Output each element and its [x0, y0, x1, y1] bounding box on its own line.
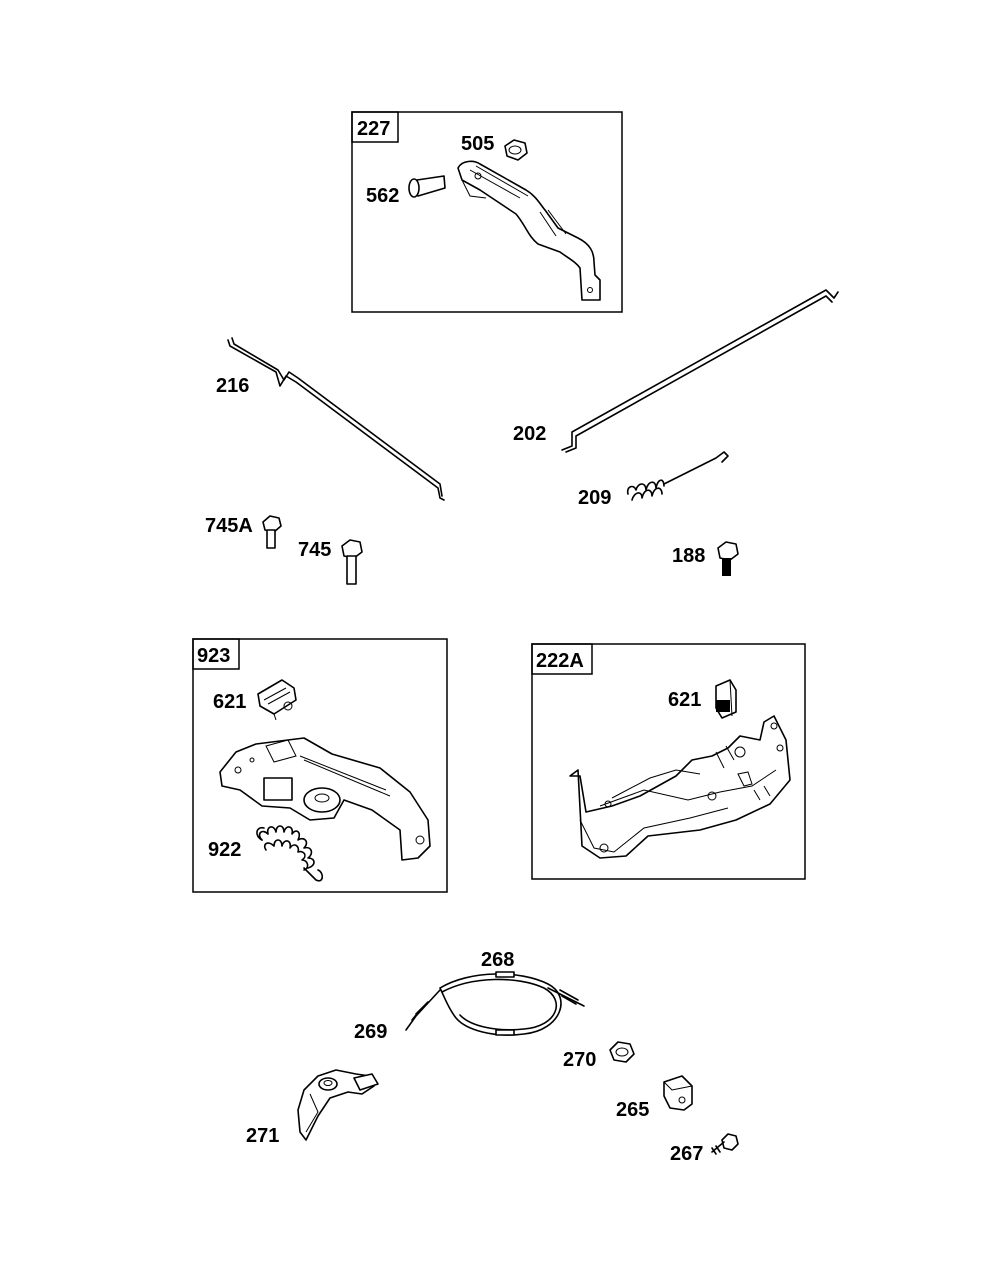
spring-922-drawing — [256, 825, 324, 882]
pin-562-drawing — [408, 175, 446, 198]
nut-270-drawing — [609, 1041, 635, 1063]
assembly-222A-group: 222A 621 — [531, 643, 806, 880]
lever-227-drawing — [457, 160, 601, 301]
assembly-923-group: 923 621 922 — [192, 638, 448, 893]
part-label-271: 271 — [246, 1125, 279, 1147]
clip-621-b-drawing — [715, 679, 737, 719]
part-label-202: 202 — [513, 423, 546, 445]
assembly-222A-number: 222A — [536, 650, 584, 672]
part-label-268: 268 — [481, 949, 514, 971]
part-label-621-a: 621 — [213, 691, 246, 713]
part-label-621-b: 621 — [668, 689, 701, 711]
clip-621-a-drawing — [257, 679, 297, 721]
clamp-265-drawing — [663, 1075, 693, 1111]
bolt-745-drawing — [341, 539, 363, 585]
part-label-562: 562 — [366, 185, 399, 207]
part-label-505: 505 — [461, 133, 494, 155]
part-label-216: 216 — [216, 375, 249, 397]
assembly-227-tag-frame — [351, 111, 399, 143]
part-label-922: 922 — [208, 839, 241, 861]
part-label-188: 188 — [672, 545, 705, 567]
part-label-745: 745 — [298, 539, 331, 561]
bracket-222A-drawing — [569, 715, 791, 859]
assembly-227-group: 227 505 562 — [351, 111, 623, 313]
bolt-188-drawing — [717, 541, 739, 576]
spring-209-drawing — [626, 451, 729, 501]
cable-268-269-drawing — [405, 971, 585, 1036]
lever-271-drawing — [297, 1069, 379, 1141]
part-label-270: 270 — [563, 1049, 596, 1071]
assembly-227-frame — [351, 111, 623, 313]
assembly-923-number: 923 — [197, 645, 230, 667]
part-label-265: 265 — [616, 1099, 649, 1121]
part-label-745A: 745A — [205, 515, 253, 537]
rod-202-drawing — [561, 289, 839, 453]
assembly-222A-frame — [531, 643, 806, 880]
part-label-269: 269 — [354, 1021, 387, 1043]
part-label-209: 209 — [578, 487, 611, 509]
part-label-267: 267 — [670, 1143, 703, 1165]
assembly-227-number: 227 — [357, 118, 390, 140]
link-216-drawing — [227, 337, 445, 501]
control-plate-923-drawing — [219, 737, 431, 861]
bolt-745A-drawing — [262, 515, 282, 549]
assembly-222A-tag-frame — [531, 643, 593, 675]
nut-505-drawing — [504, 139, 528, 161]
screw-267-drawing — [711, 1133, 739, 1155]
assembly-923-tag-frame — [192, 638, 240, 670]
assembly-923-frame — [192, 638, 448, 893]
